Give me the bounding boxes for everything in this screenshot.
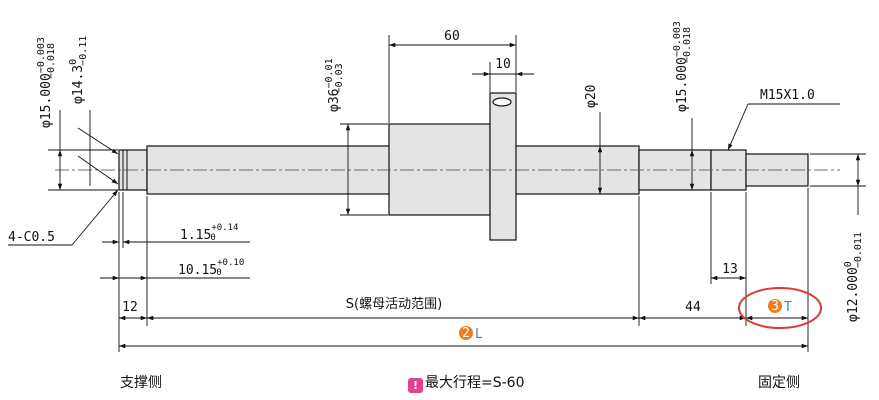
param-t-highlight — [738, 287, 822, 329]
param-t-number: 3 — [771, 299, 779, 314]
dim-left-groove-diameter: φ14.30−0.11 — [68, 36, 89, 104]
dim-stroke-range: S(螺母活动范围) — [346, 297, 442, 312]
chamfer-label: 4-C0.5 — [8, 230, 55, 245]
dim-screw-diameter: φ20 — [584, 85, 599, 108]
dim-left-end-length: 12 — [122, 300, 138, 315]
support-side-label: 支撑侧 — [120, 375, 162, 391]
dim-right-shaft-diameter: φ15.000−0.003−0.018 — [672, 21, 693, 112]
thread-spec-label: M15X1.0 — [760, 88, 815, 103]
nut-flange — [489, 92, 517, 241]
param-t-number-badge — [768, 299, 782, 313]
nut-body — [388, 123, 491, 216]
dim-left-shaft-diameter: φ15.000−0.003−0.018 — [36, 37, 57, 128]
dim-flange-width: 10 — [495, 57, 511, 72]
dim-nut-diameter: φ36−0.01−0.03 — [324, 58, 345, 112]
param-l-label: L — [475, 327, 483, 342]
shaft-assembly — [118, 92, 809, 241]
note-icon: ! — [408, 378, 423, 393]
fixed-side-label: 固定侧 — [758, 375, 800, 391]
param-t-label: T — [784, 300, 792, 315]
param-l-number-badge — [459, 326, 473, 340]
param-l-number: 2 — [462, 326, 470, 341]
flange-oil-hole — [492, 97, 512, 107]
dimension-lines — [8, 35, 866, 352]
dim-right-end-length: 44 — [685, 300, 701, 315]
max-stroke-text: 最大行程=S-60 — [425, 375, 525, 391]
dim-thread-end-diameter: φ12.0000−0.011 — [843, 232, 864, 322]
dim-nut-length: 60 — [444, 29, 460, 44]
max-stroke-note: !最大行程=S-60 — [408, 372, 524, 393]
dim-thread-length: 13 — [722, 262, 738, 277]
